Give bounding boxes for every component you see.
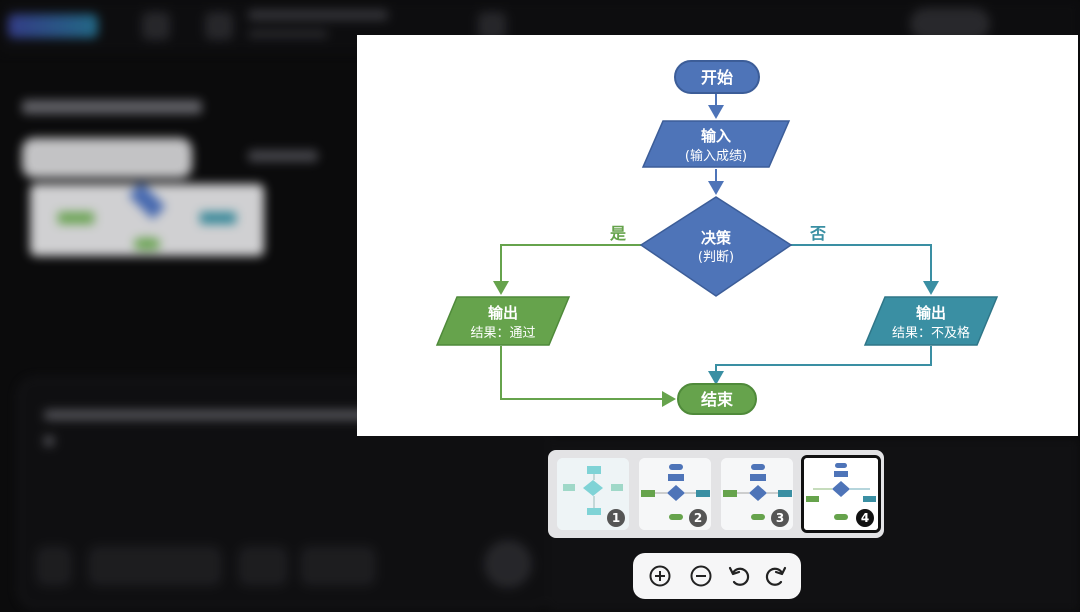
end-node — [677, 383, 757, 415]
no-label: 否 — [809, 224, 826, 243]
thumbnail-3-number: 3 — [771, 509, 789, 527]
option-chip — [238, 546, 288, 586]
end-label: 结束 — [700, 390, 734, 409]
rotate-left-icon — [728, 566, 750, 586]
account-button — [910, 8, 990, 40]
tab-inactive — [248, 150, 318, 162]
start-label: 开始 — [701, 68, 733, 87]
arrow-pass-end — [500, 346, 676, 407]
conversation-subtitle — [248, 30, 328, 38]
zoom-out-button[interactable] — [689, 564, 713, 588]
attach-chip — [36, 546, 72, 586]
input-placeholder-line — [44, 410, 374, 420]
model-chip — [88, 546, 222, 586]
thumbnail-1-number: 1 — [607, 509, 625, 527]
output-pass-title: 输出 — [488, 304, 518, 322]
input-subtitle: (输入成绩) — [685, 148, 747, 164]
output-pass-node — [435, 296, 571, 346]
thumbnail-3[interactable]: 3 — [721, 458, 793, 530]
decision-node — [639, 196, 793, 297]
section-heading — [22, 100, 202, 114]
arrow-fail-end — [708, 346, 932, 385]
zoom-in-icon — [649, 565, 671, 587]
image-viewer: 开始 输入 (输入成绩) 决策 (判断) 是 否 输出 结果：通过 输出 结果：… — [357, 35, 1078, 436]
rotate-left-button[interactable] — [727, 564, 751, 588]
flowchart: 开始 输入 (输入成绩) 决策 (判断) 是 否 输出 结果：通过 输出 结果：… — [435, 60, 999, 415]
arrow-yes-branch — [493, 244, 641, 295]
decision-subtitle: (判断) — [698, 250, 734, 265]
zoom-out-icon — [690, 565, 712, 587]
yes-label: 是 — [609, 224, 626, 243]
sidebar-toggle-icon — [142, 12, 170, 40]
thumbnail-strip: 1 2 3 — [548, 450, 884, 538]
thumbnail-1[interactable]: 1 — [557, 458, 629, 530]
new-chat-icon — [205, 12, 233, 40]
input-title: 输入 — [701, 127, 731, 145]
thumbnail-2-number: 2 — [689, 509, 707, 527]
thumbnail-2[interactable]: 2 — [639, 458, 711, 530]
decision-title: 决策 — [701, 229, 732, 247]
option-chip-2 — [300, 546, 376, 586]
zoom-in-button[interactable] — [648, 564, 672, 588]
input-placeholder-line-2 — [44, 436, 54, 446]
thumbnail-4-number: 4 — [856, 509, 874, 527]
conversation-title — [248, 10, 388, 20]
output-fail-subtitle: 结果：不及格 — [892, 325, 970, 341]
rotate-right-icon — [765, 566, 787, 586]
arrow-no-branch — [791, 244, 939, 295]
thumbnail-4[interactable]: 4 — [801, 455, 881, 533]
viewer-controls — [633, 553, 801, 599]
send-button — [484, 540, 532, 588]
output-fail-title: 输出 — [916, 304, 946, 322]
rotate-right-button[interactable] — [764, 564, 788, 588]
start-node — [674, 60, 760, 94]
output-pass-subtitle: 结果：通过 — [470, 326, 535, 341]
tab-active — [22, 138, 192, 178]
output-fail-node — [863, 296, 999, 346]
input-node — [641, 120, 791, 168]
app-logo — [8, 14, 98, 38]
preview-card — [30, 182, 264, 256]
